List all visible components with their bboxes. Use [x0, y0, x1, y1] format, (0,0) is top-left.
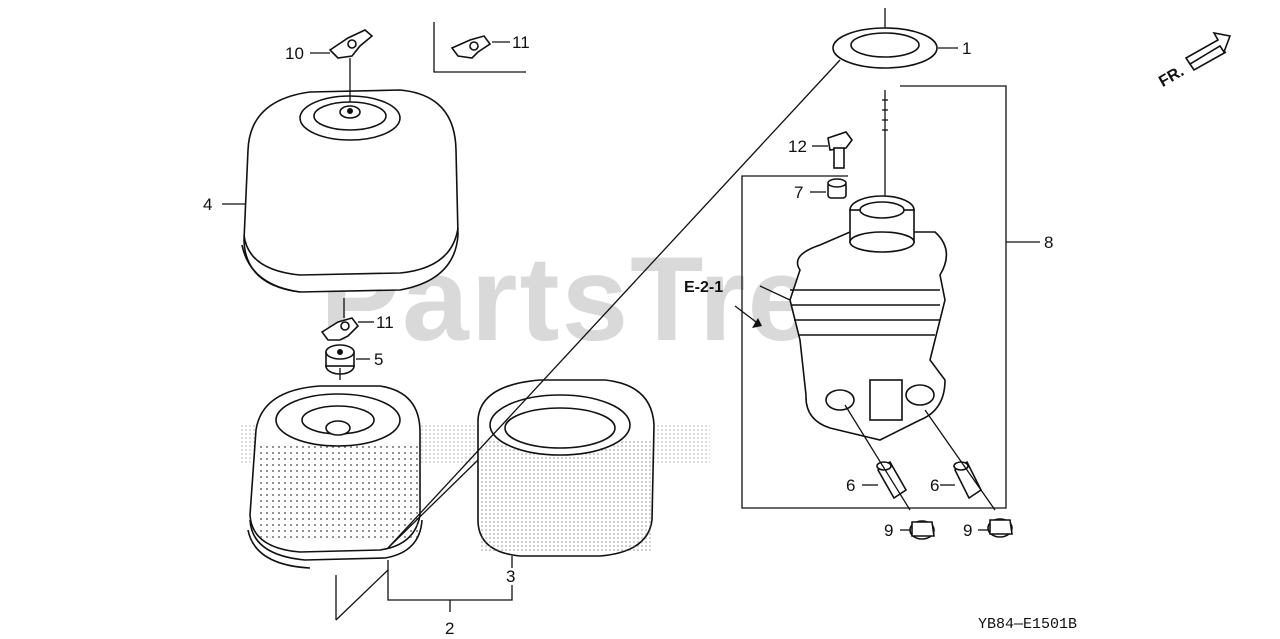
leader-2-diag: [387, 459, 479, 549]
callout-8: 8: [1044, 233, 1053, 252]
bracket-8: [741, 85, 1007, 509]
paper-air-filter: [247, 368, 423, 569]
callout-3: 3: [506, 567, 515, 586]
callout-10: 10: [285, 44, 304, 63]
air-cleaner-case: [789, 195, 948, 441]
bracket-2: [387, 560, 513, 601]
callout-11-lower: 11: [376, 313, 394, 332]
wing-nut-11-lower: [320, 298, 360, 341]
callout-4: 4: [203, 195, 212, 214]
callout-9-left: 9: [884, 521, 893, 540]
wing-nut-10: [328, 29, 374, 102]
foam-pre-cleaner: [477, 379, 655, 557]
grommet-5: [325, 344, 355, 375]
collar-6-left: [844, 404, 911, 511]
leader-element-diag: [335, 569, 389, 621]
callout-6-left: 6: [846, 476, 855, 495]
flange-nut-9-right: [978, 518, 1013, 538]
ref-pointer: [734, 285, 791, 328]
collar-7: [810, 178, 847, 199]
air-cleaner-cover: [241, 89, 459, 293]
bolt-12: [812, 131, 853, 169]
reference-label: E-2-1: [684, 279, 723, 296]
diagram-code: YB84—E1501B: [978, 616, 1077, 633]
callout-7: 7: [794, 183, 803, 202]
callout-2: 2: [445, 619, 454, 638]
callout-11-top: 11: [512, 33, 530, 52]
callout-6-right: 6: [930, 476, 939, 495]
seal-1: [832, 8, 958, 69]
callout-12: 12: [788, 137, 807, 156]
flange-nut-9-left: [900, 520, 935, 540]
front-direction-arrow: FR.: [1156, 31, 1232, 91]
callout-9-right: 9: [963, 521, 972, 540]
wing-nut-11-boxed: [433, 22, 526, 73]
callout-5: 5: [374, 350, 383, 369]
leader-foam-to-seal: [387, 59, 841, 549]
collar-6-right: [924, 409, 996, 511]
direction-label: FR.: [1156, 63, 1187, 91]
callout-1: 1: [962, 39, 971, 58]
